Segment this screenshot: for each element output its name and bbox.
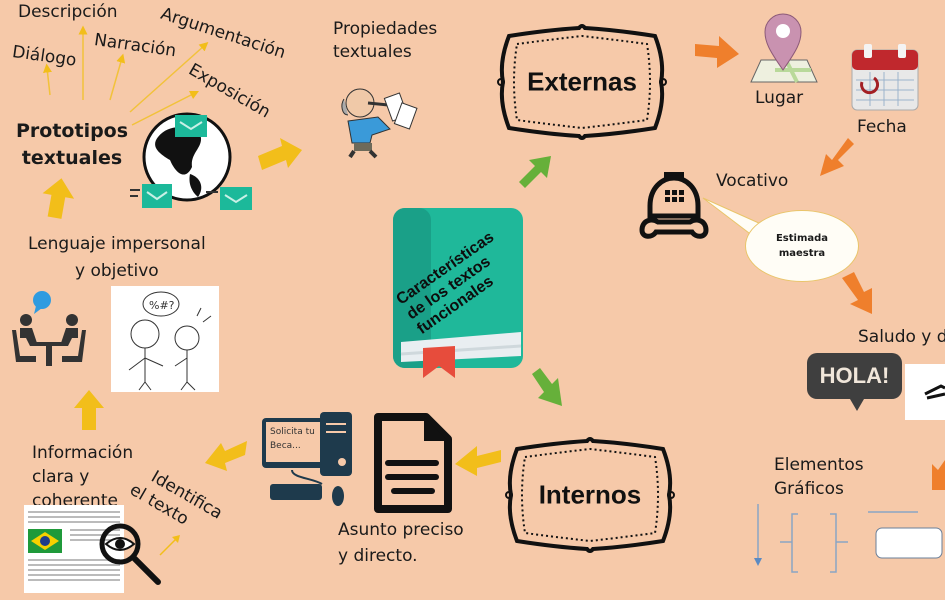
arrow-right-icon (258, 138, 302, 170)
center-book-node[interactable]: Características de los textos funcionale… (393, 208, 523, 378)
propiedades-line1: Propiedades (333, 19, 438, 39)
screen-line1: Solicita tu (270, 427, 315, 437)
asunto-label: Asunto preciso y directo. (338, 517, 464, 569)
vocativo-example-bubble: Estimada maestra (745, 210, 859, 282)
arrow-up-yellow-icon (74, 390, 104, 430)
hola-tail (850, 399, 864, 411)
arrow-up-icon (42, 178, 75, 219)
elementos-graficos-label: Elementos Gráficos (774, 455, 864, 499)
hola-text: HOLA! (819, 363, 890, 388)
computer-icon: Solicita tu Beca... (262, 412, 354, 508)
vocativo-label: Vocativo (716, 171, 789, 191)
globe-mail-icon (130, 112, 252, 210)
prototipos-line1: Prototipos (16, 120, 129, 142)
lenguaje-line1: Lenguaje impersonal (28, 234, 206, 254)
meeting-icon (12, 291, 86, 366)
fecha-label: Fecha (857, 117, 907, 137)
waving-hand-image (905, 364, 945, 420)
prototipos-line2: textuales (21, 147, 123, 169)
arrow-down-right-green-icon (532, 368, 562, 406)
prototype-arrows (43, 25, 209, 126)
thin-arrow-icon (159, 535, 180, 556)
brazil-flag-icon (28, 529, 62, 553)
conversation-icon: %#? (111, 286, 219, 392)
document-icon (374, 413, 452, 513)
calendar-icon (851, 44, 919, 111)
map-pin-icon (750, 13, 818, 83)
asunto-line1: Asunto preciso (338, 520, 464, 540)
magnifier-eye-icon (99, 523, 161, 585)
book-icon (393, 208, 523, 378)
arrow-left-yellow-icon (455, 446, 501, 476)
saludo-label: Saludo y d (858, 327, 945, 347)
graphic-elements-icon (754, 504, 943, 573)
propiedades-label: Propiedades textuales (333, 18, 437, 64)
lugar-label: Lugar (755, 88, 804, 108)
hola-speech-icon: HOLA! (807, 353, 902, 399)
arrow-down-orange-icon (932, 460, 945, 490)
arrow-down-left-yellow-icon (205, 441, 247, 471)
reader-man-icon (341, 88, 418, 159)
lenguaje-label: Lenguaje impersonal y objetivo (28, 231, 206, 285)
prototype-descripcion: Descripción (18, 2, 118, 22)
internos-node[interactable]: Internos (505, 435, 675, 555)
arrow-down-right-icon (842, 272, 872, 314)
asunto-line2: y directo. (338, 546, 418, 566)
externas-node[interactable]: Externas (497, 22, 667, 142)
speech-symbols: %#? (149, 299, 175, 312)
arrow-up-right-icon (519, 156, 551, 188)
decorative-frame-icon (497, 24, 667, 140)
propiedades-line2: textuales (333, 42, 412, 62)
monitor-screen-text: Solicita tu Beca... (270, 425, 315, 453)
decorative-frame-icon (505, 437, 675, 553)
prototipos-label: Prototipos textuales (16, 118, 128, 172)
lenguaje-line2: y objetivo (74, 261, 159, 281)
arrow-right-orange-icon (695, 36, 739, 68)
internos-label: Internos (538, 479, 642, 510)
screen-line2: Beca... (270, 441, 301, 451)
informacion-line1: Información (32, 443, 134, 463)
text-document-image (24, 505, 124, 593)
vocativo-example: Estimada maestra (775, 233, 829, 259)
arrow-down-left-icon (820, 138, 854, 176)
telephone-icon (639, 172, 709, 239)
externas-label: Externas (527, 66, 637, 97)
informacion-line2: clara y (32, 467, 90, 487)
informacion-label: Información clara y coherente (32, 441, 133, 513)
